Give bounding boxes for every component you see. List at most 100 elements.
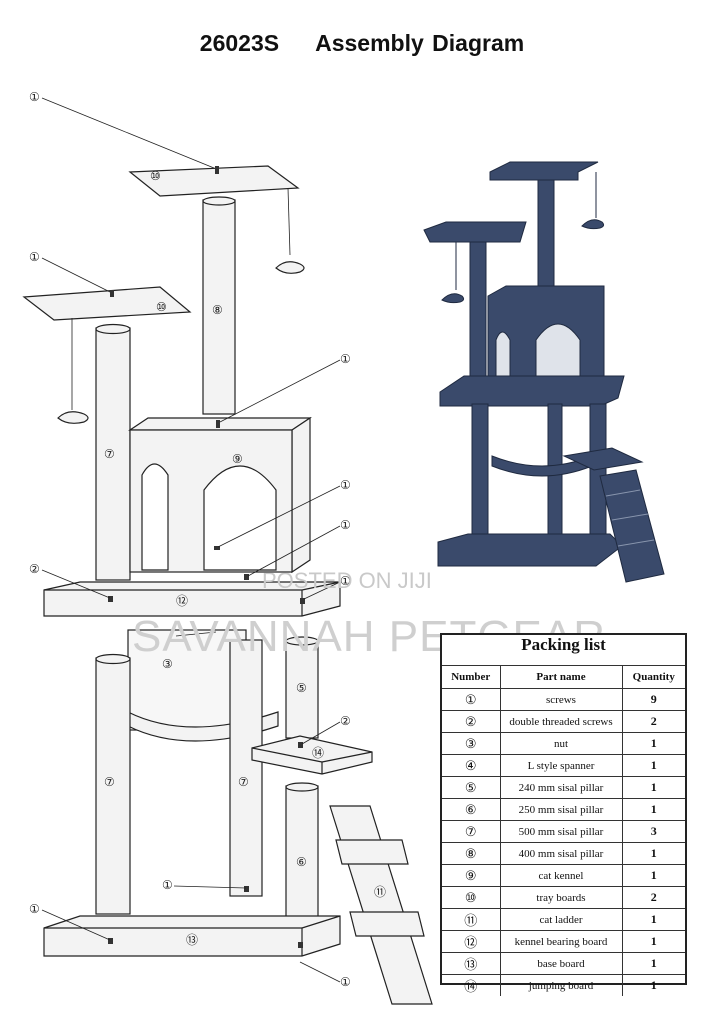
part-base-board (43, 915, 341, 957)
callout-2: ② (340, 714, 351, 728)
packing-list: Packing list Number Part name Quantity ①… (440, 633, 687, 996)
callout-3: ③ (162, 657, 173, 671)
callout-1: ① (29, 902, 40, 916)
row-qty: 2 (621, 710, 685, 733)
callout-13: ⑬ (186, 933, 198, 947)
model-number: 26023S (199, 30, 280, 56)
callout-7: ⑦ (104, 447, 115, 461)
row-number: ⑤ (442, 776, 501, 799)
row-number: ② (442, 710, 501, 733)
callout-12: ⑫ (176, 594, 188, 608)
row-qty: 1 (621, 754, 685, 777)
callout-5: ⑤ (296, 681, 307, 695)
callout-labels: ① ⑩ ⑧ ① ⑩ ⑦ ① ⑨ ① ① ② ⑫ ① ③ ⑤ ② ⑭ ⑦ ⑦ ⑥ … (29, 90, 386, 989)
row-qty: 1 (621, 798, 685, 821)
part-pillar-7-left (95, 327, 131, 581)
rope-top (287, 187, 291, 256)
callout-11: ⑪ (374, 885, 386, 899)
callout-1: ① (29, 250, 40, 264)
row-qty: 1 (621, 732, 685, 755)
row-qty: 9 (621, 688, 685, 711)
row-part: jumping board (499, 974, 623, 996)
row-qty: 2 (621, 886, 685, 909)
part-pillar-5 (285, 639, 319, 739)
row-number: ⑩ (442, 886, 501, 909)
row-part: 250 mm sisal pillar (499, 798, 623, 821)
callout-1: ① (340, 478, 351, 492)
watermark-posted: POSTED ON JIJI (262, 568, 432, 593)
packing-list-title: Packing list (521, 635, 606, 654)
row-part: 240 mm sisal pillar (499, 776, 623, 799)
row-number: ④ (442, 754, 501, 777)
kennel-front-door (203, 465, 277, 571)
title-text: Assembly Diagram (315, 30, 525, 56)
row-part: double threaded screws (499, 710, 623, 733)
kennel-side-opening (141, 463, 169, 571)
callout-1: ① (29, 90, 40, 104)
callout-6: ⑥ (296, 855, 307, 869)
ladder-steps-assembled (605, 489, 655, 547)
row-number: ③ (442, 732, 501, 755)
part-lower-frame (127, 629, 247, 731)
header-number: Number (442, 665, 501, 689)
row-part: L style spanner (499, 754, 623, 777)
row-part: cat kennel (499, 864, 623, 887)
row-qty: 1 (621, 952, 685, 975)
row-part: base board (499, 952, 623, 975)
assembled-cat-tree (423, 161, 665, 583)
screw-markers (108, 166, 305, 948)
callout-14: ⑭ (312, 746, 324, 760)
header-quantity: Quantity (621, 665, 685, 689)
row-number: ⑧ (442, 842, 501, 865)
row-number: ⑬ (442, 952, 501, 975)
header-part-name: Part name (499, 665, 623, 689)
part-pillar-7-lower-left (95, 657, 131, 915)
toy-mouse-top (275, 261, 305, 274)
row-part: screws (499, 688, 623, 711)
row-number: ⑨ (442, 864, 501, 887)
row-qty: 1 (621, 974, 685, 996)
row-number: ⑥ (442, 798, 501, 821)
row-qty: 1 (621, 776, 685, 799)
part-kennel-side (291, 416, 311, 574)
row-part: 500 mm sisal pillar (499, 820, 623, 843)
row-number: ⑫ (442, 930, 501, 953)
row-number: ⑭ (442, 974, 501, 996)
row-qty: 1 (621, 930, 685, 953)
callout-2: ② (29, 562, 40, 576)
row-part: kennel bearing board (499, 930, 623, 953)
callout-10: ⑩ (150, 169, 161, 183)
row-qty: 1 (621, 908, 685, 931)
callout-9: ⑨ (232, 452, 243, 466)
row-number: ⑪ (442, 908, 501, 931)
part-tray-board-top (128, 165, 300, 197)
row-qty: 1 (621, 864, 685, 887)
callout-1: ① (340, 352, 351, 366)
callout-1: ① (340, 975, 351, 989)
callout-1: ① (340, 518, 351, 532)
part-pillar-8 (202, 199, 236, 415)
row-number: ① (442, 688, 501, 711)
row-part: nut (499, 732, 623, 755)
row-part: tray boards (499, 886, 623, 909)
row-number: ⑦ (442, 820, 501, 843)
callout-8: ⑧ (212, 303, 223, 317)
packing-header-row: Number Part name Quantity (442, 665, 685, 689)
callout-1: ① (340, 574, 351, 588)
row-part: cat ladder (499, 908, 623, 931)
part-pillar-7-middle (229, 639, 263, 897)
